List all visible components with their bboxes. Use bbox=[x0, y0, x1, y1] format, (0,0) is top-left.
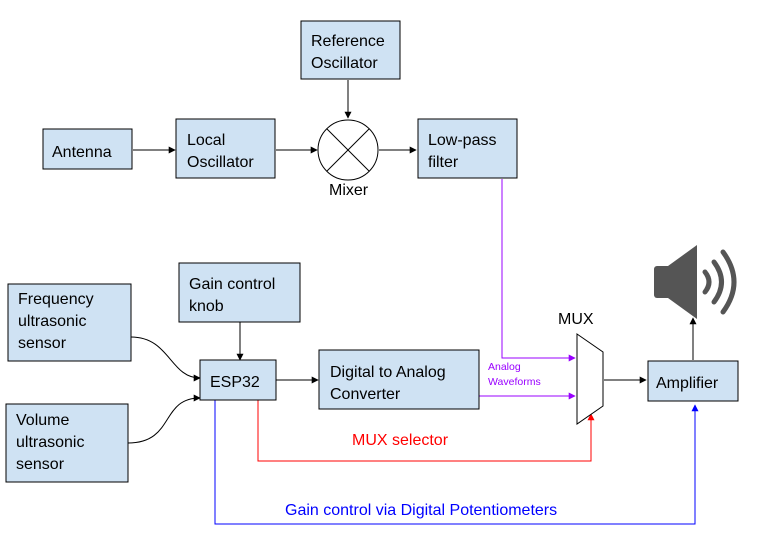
block-volume-sensor-label-1: Volume bbox=[16, 412, 69, 429]
analog-waveforms-label-1: Analog bbox=[488, 361, 521, 373]
gain-control-label: Gain control via Digital Potentiometers bbox=[285, 502, 557, 519]
block-dac-label-2: Converter bbox=[330, 386, 401, 403]
block-dac-label-1: Digital to Analog bbox=[330, 364, 446, 381]
analog-waveforms-label-2: Waveforms bbox=[488, 376, 541, 388]
connectors bbox=[127, 80, 699, 525]
block-gain-knob-label-2: knob bbox=[189, 298, 224, 315]
arrow-esp32-to-amplifier-gain bbox=[214, 400, 699, 525]
block-frequency-sensor: Frequency ultrasonic sensor bbox=[7, 283, 132, 362]
block-esp32-label: ESP32 bbox=[210, 374, 260, 391]
mux-label: MUX bbox=[558, 311, 594, 328]
mux-trapezoid bbox=[576, 333, 604, 425]
mixer-multiply-icon bbox=[317, 119, 379, 181]
mixer-label: Mixer bbox=[329, 182, 369, 199]
mux-selector-label: MUX selector bbox=[352, 432, 449, 449]
block-reference-oscillator-label-1: Reference bbox=[311, 33, 385, 50]
block-antenna: Antenna bbox=[42, 128, 133, 170]
block-reference-oscillator-label-2: Oscillator bbox=[311, 55, 378, 72]
arrow-lowpass-to-mux bbox=[501, 179, 576, 362]
block-frequency-sensor-label-1: Frequency bbox=[18, 291, 94, 308]
svg-text:Antenna: Antenna bbox=[52, 144, 112, 161]
mixer: Mixer bbox=[317, 119, 379, 199]
block-volume-sensor-label-3: sensor bbox=[16, 456, 65, 473]
arrow-esp32-to-mux-selector bbox=[257, 400, 595, 462]
block-volume-sensor: Volume ultrasonic sensor bbox=[5, 403, 129, 483]
block-frequency-sensor-label-3: sensor bbox=[18, 335, 67, 352]
block-antenna-label: Antenna bbox=[52, 144, 112, 161]
block-lowpass-label-2: filter bbox=[428, 154, 459, 171]
block-local-oscillator-label-2: Oscillator bbox=[187, 154, 254, 171]
arrow-volume-sensor-to-esp32 bbox=[127, 394, 201, 444]
block-local-oscillator-label-1: Local bbox=[187, 132, 225, 149]
block-lowpass-filter: Low-pass filter bbox=[417, 118, 518, 179]
mux: MUX bbox=[558, 311, 604, 425]
block-esp32: ESP32 bbox=[199, 359, 277, 401]
block-gain-control-knob: Gain control knob bbox=[178, 262, 301, 323]
block-frequency-sensor-label-2: ultrasonic bbox=[18, 313, 86, 330]
block-gain-knob-label-1: Gain control bbox=[189, 276, 275, 293]
block-volume-sensor-label-2: ultrasonic bbox=[16, 434, 84, 451]
block-amplifier: Amplifier bbox=[647, 360, 739, 402]
speaker-icon bbox=[654, 245, 737, 319]
block-amplifier-label: Amplifier bbox=[656, 375, 719, 392]
arrow-frequency-sensor-to-esp32 bbox=[130, 336, 201, 382]
block-lowpass-label-1: Low-pass bbox=[428, 132, 496, 149]
